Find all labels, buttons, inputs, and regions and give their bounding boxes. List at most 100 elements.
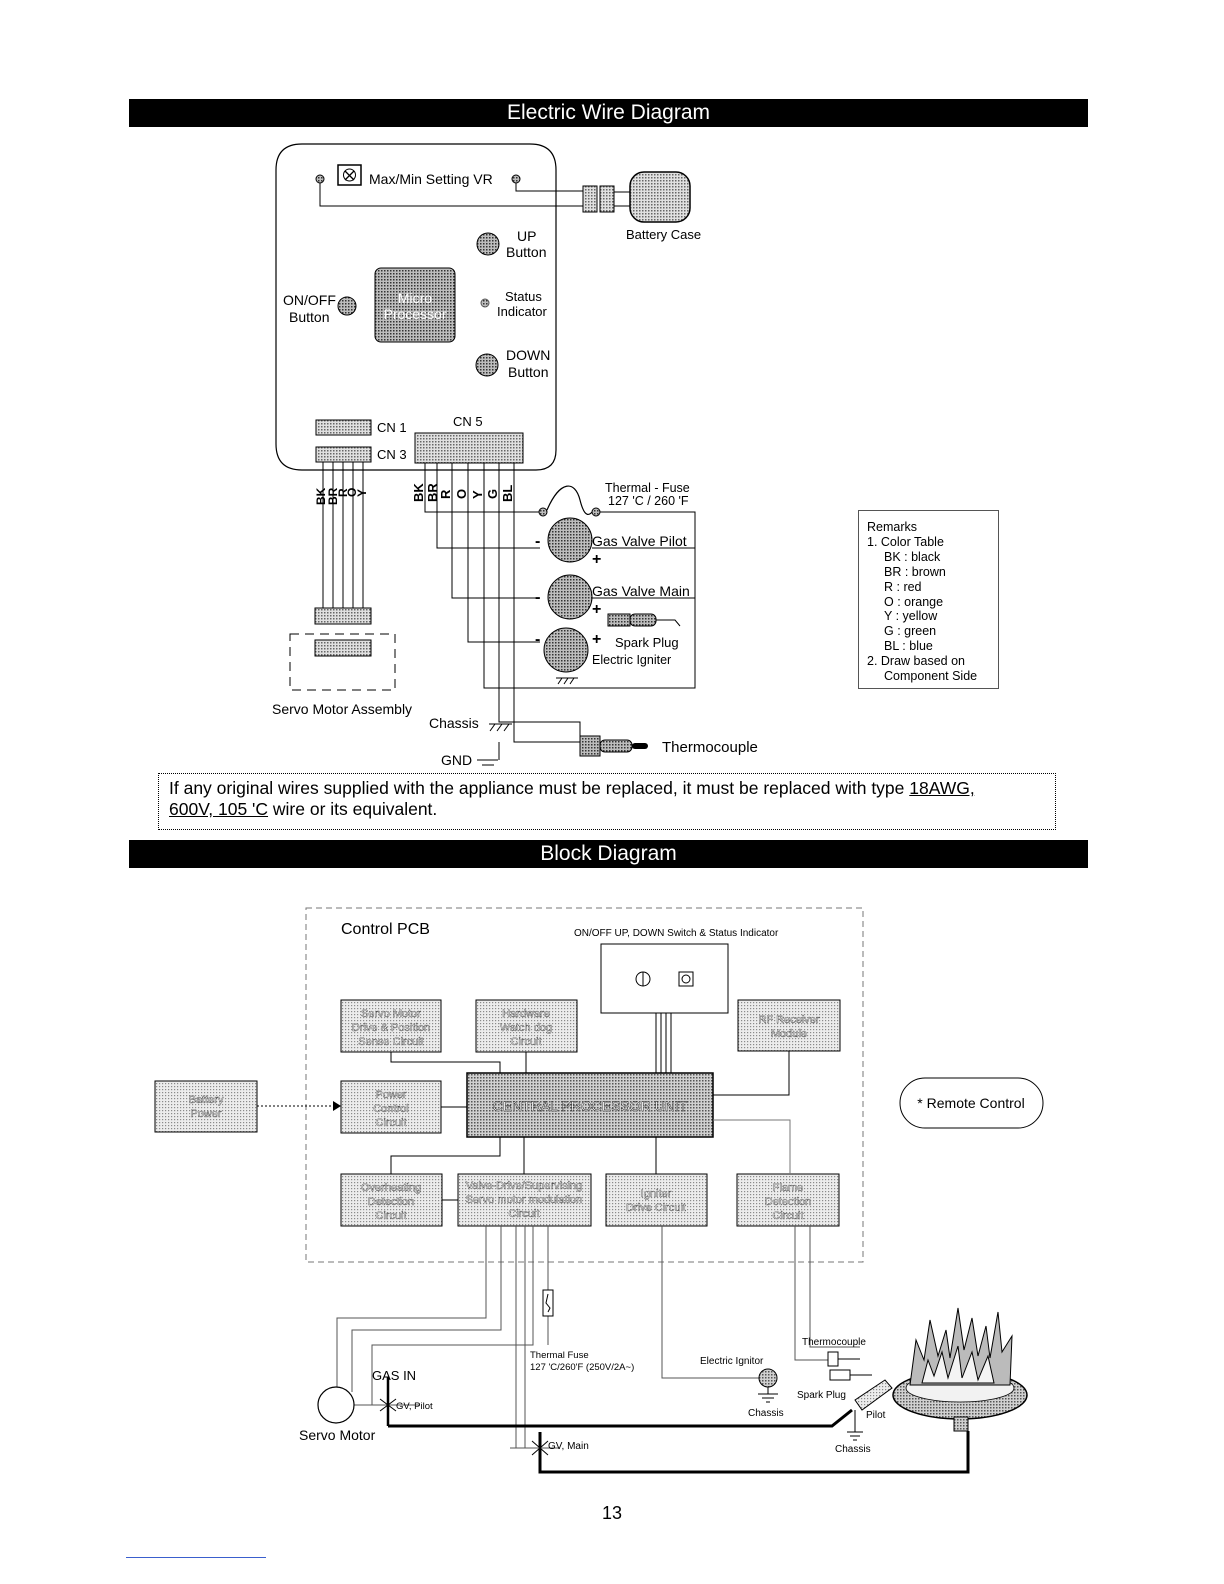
gnd-symbol [477, 742, 500, 766]
cn3-wire-bk: BK [314, 487, 328, 505]
wire-replacement-notice: If any original wires supplied with the … [158, 773, 1056, 830]
remarks-box: Remarks 1. Color Table BK : black BR : b… [858, 510, 999, 689]
servo-motor-assembly-label: Servo Motor Assembly [272, 701, 412, 717]
page-number: 13 [601, 1503, 623, 1523]
on-off-button[interactable] [337, 296, 357, 316]
cn3-wire-y: Y [355, 489, 369, 497]
block-thermocouple [827, 1351, 839, 1367]
gas-valve-pilot-label: Gas Valve Pilot [592, 533, 687, 549]
servo-connector [314, 607, 372, 625]
igniter-drive-block [605, 1173, 708, 1227]
flame-detection-block [736, 1173, 840, 1227]
switch-indicator-label: ON/OFF UP, DOWN Switch & Status Indicato… [574, 928, 779, 939]
block-thermocouple-label: Thermocouple [802, 1337, 866, 1348]
servo-motor [317, 1386, 355, 1424]
burner-gas-inlet [953, 1416, 969, 1432]
color-g: G : green [884, 624, 937, 639]
overheating-label-1: Overheating [361, 1182, 421, 1194]
down-button[interactable] [475, 353, 499, 377]
gv-pilot-minus: - [535, 533, 540, 550]
on-off-label-2: Button [289, 309, 329, 325]
micro-processor-label-2: Processor [383, 306, 446, 322]
thermocouple-nut [579, 735, 601, 757]
overheating-label-3: Circuit [375, 1210, 406, 1222]
flame-detection-label-1: Flame [773, 1182, 804, 1194]
igniter-drive-label-2: Drive Circuit [626, 1202, 686, 1214]
color-y: Y : yellow [884, 609, 938, 624]
color-o: O : orange [884, 594, 944, 609]
gas-valve-main [547, 574, 593, 620]
down-button-label-1: DOWN [506, 347, 550, 363]
cn5-wire-br: BR [425, 483, 440, 502]
remote-control [899, 1077, 1044, 1129]
power-control-label-3: Circuit [375, 1117, 406, 1129]
gnd-label: GND [441, 752, 472, 768]
status-label-1: Status [505, 289, 542, 304]
thermocouple-tip [632, 743, 648, 749]
gv-main-plus: + [592, 601, 601, 618]
control-pcb-label: Control PCB [341, 921, 430, 938]
igniter-drive-label-1: Igniter [641, 1188, 672, 1200]
cn5-wire-g: G [485, 489, 500, 499]
on-off-label-1: ON/OFF [283, 292, 336, 308]
cn5-wire-bl: BL [500, 485, 515, 502]
overheating-label-2: Detection [368, 1196, 414, 1208]
max-min-vr-label: Max/Min Setting VR [369, 171, 493, 187]
power-switch-icon[interactable] [635, 971, 651, 987]
servo-drive-label-2: Drive & Position [352, 1022, 430, 1034]
cn5-wire-o: O [454, 489, 469, 499]
color-bl: BL : blue [884, 639, 933, 654]
remote-control-label: * Remote Control [917, 1095, 1024, 1111]
cn3-wire-o: O [345, 488, 359, 497]
electric-igniter [543, 627, 589, 673]
gas-in-label: GAS IN [372, 1368, 416, 1383]
power-control-label-2: Control [373, 1103, 408, 1115]
burner [892, 1370, 1028, 1420]
valve-drive-label-3: Circuit [508, 1208, 539, 1220]
battery-case [629, 171, 691, 223]
remarks-item-1: 1. Color Table [867, 534, 944, 549]
chassis-label-1: Chassis [748, 1408, 784, 1419]
spark-plug-label: Spark Plug [615, 635, 679, 650]
vr-terminal-left [315, 174, 325, 184]
electric-wire-diagram-banner: Electric Wire Diagram [129, 99, 1088, 127]
watchdog-block [475, 999, 578, 1053]
battery-case-label: Battery Case [626, 227, 701, 242]
thermal-fuse-label-1: Thermal - Fuse [605, 481, 690, 495]
cn1-label: CN 1 [377, 420, 407, 435]
cn5-wires [424, 463, 696, 743]
servo-motor-label: Servo Motor [299, 1427, 376, 1443]
chassis-ground-symbol [489, 723, 512, 732]
battery-connector-a [582, 185, 598, 213]
cn3-connector [315, 446, 372, 463]
electric-ignitor-label: Electric Ignitor [700, 1356, 764, 1367]
status-label-2: Indicator [497, 304, 548, 319]
electric-wire-diagram: Max/Min Setting VR Battery Case UP Butto… [272, 143, 758, 768]
up-button[interactable] [476, 232, 500, 256]
servo-drive-label-3: Sense Circuit [358, 1036, 423, 1048]
down-button-label-2: Button [508, 364, 548, 380]
cn3-label: CN 3 [377, 447, 407, 462]
block-thermal-fuse [542, 1289, 554, 1317]
color-r: R : red [884, 579, 922, 594]
power-control-block [340, 1080, 442, 1134]
gv-pilot-plus: + [592, 551, 601, 568]
up-button-label-2: Button [506, 244, 546, 260]
cn5-connector [414, 432, 524, 464]
thermal-fuse [546, 485, 595, 515]
battery-power-label-1: Battery [189, 1094, 224, 1106]
notice-wire-rating: 600V, 105 'C [169, 799, 269, 819]
servo-drive-label-1: Servo Motor [361, 1008, 421, 1020]
remarks-item-2b: Component Side [884, 669, 978, 684]
watchdog-label-3: Circuit [510, 1036, 541, 1048]
pilot-label: Pilot [866, 1410, 886, 1421]
block-spark-plug-label: Spark Plug [797, 1390, 846, 1401]
servo-drive-block [340, 999, 442, 1053]
cn3-wires [322, 462, 364, 608]
watchdog-label-2: Watch dog [500, 1022, 552, 1034]
spark-plug-tip [629, 613, 657, 627]
footer-line [126, 1557, 266, 1558]
gas-lines [388, 1408, 970, 1474]
spark-plug-body [607, 613, 631, 627]
thermal-fuse-label-2: 127 'C / 260 'F [608, 494, 689, 508]
